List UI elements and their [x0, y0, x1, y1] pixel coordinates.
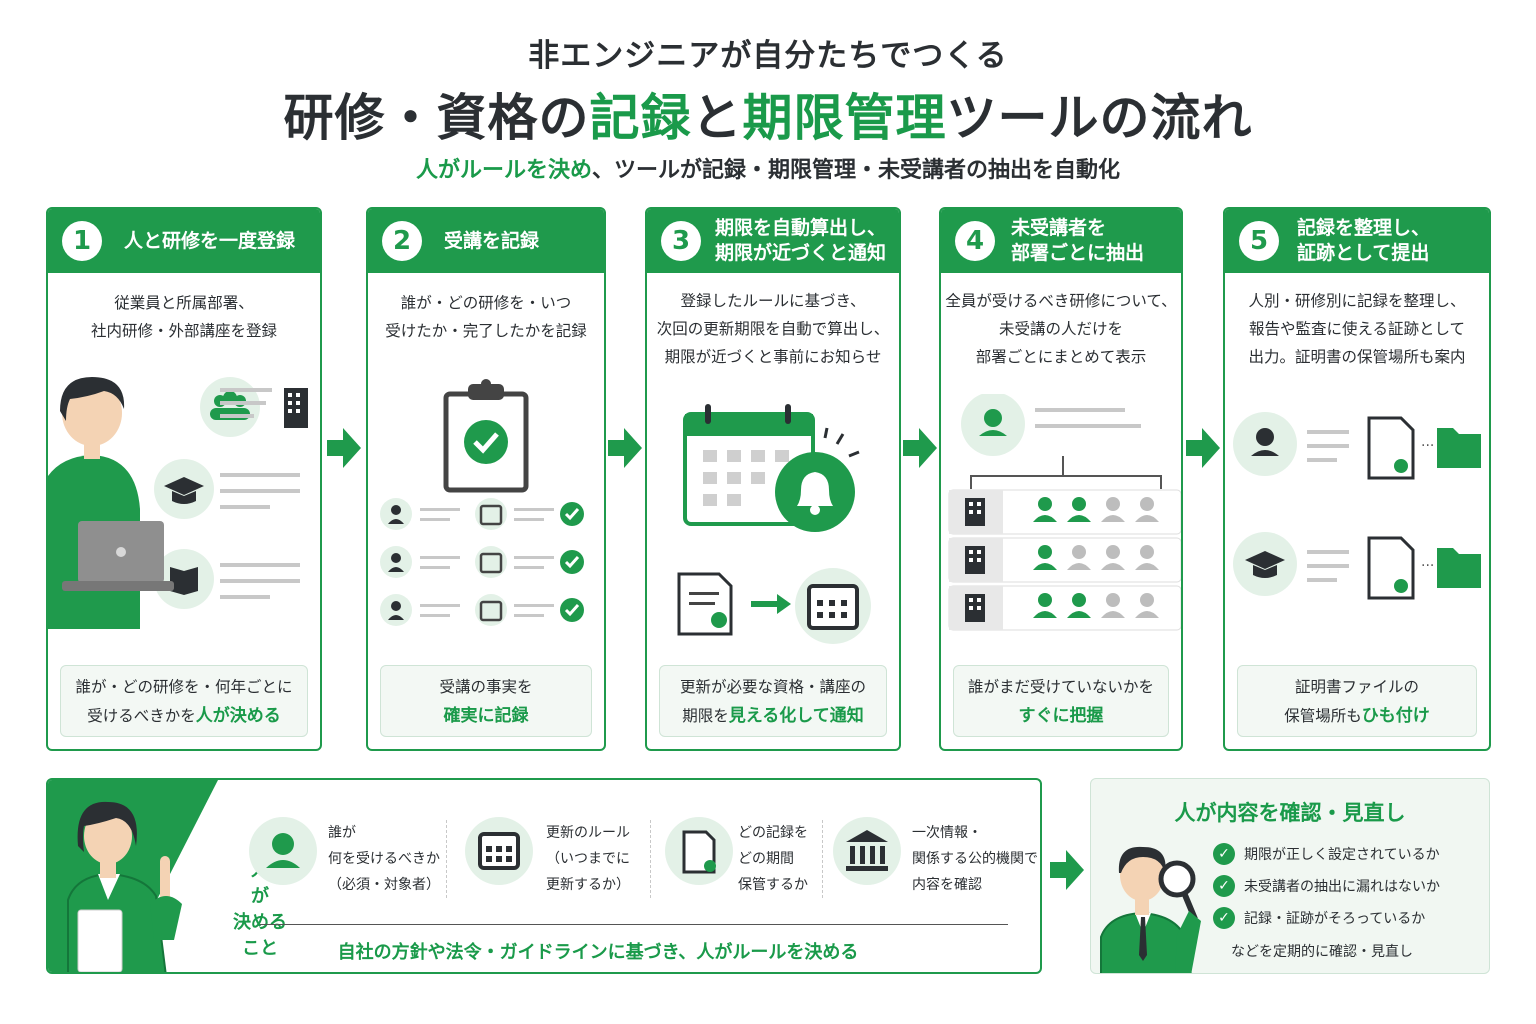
title-part-a: 研修・資格の — [283, 89, 590, 147]
svg-text:···: ··· — [1421, 438, 1434, 454]
step-header: 2 受講を記録 — [368, 209, 604, 273]
arrow-right-icon — [327, 428, 361, 468]
step-header: 4 未受講者を 部署ごとに抽出 — [941, 209, 1181, 273]
woman-with-clipboard-illustration — [48, 780, 218, 972]
step-header: 5 記録を整理し、 証跡として提出 — [1225, 209, 1489, 273]
step-header: 1 人と研修を一度登録 — [48, 209, 320, 273]
step-summary-box: 証明書ファイルの保管場所もひも付け — [1237, 665, 1477, 737]
arrow-right-icon — [1186, 428, 1220, 468]
step-title: 人と研修を一度登録 — [124, 229, 296, 252]
step-number: 4 — [955, 221, 995, 261]
clipboard-records-illustration — [378, 379, 586, 628]
calendar-bell-illustration — [677, 404, 871, 644]
step-summary-box: 誰がまだ受けていないかをすぐに把握 — [953, 665, 1169, 737]
step-description: 従業員と所属部署、 社内研修・外部講座を登録 — [90, 294, 277, 340]
summary-text: 受けるべきかを — [87, 707, 196, 725]
step-description: 登録したルールに基づき、 次回の更新期限を自動で算出し、 期限が近づくと事前にお… — [656, 292, 890, 366]
step-description: 人別・研修別に記録を整理し、 報告や監査に使える証跡として 出力。証明書の保管場… — [1248, 292, 1466, 366]
summary-highlight: 人が決める — [195, 706, 281, 726]
step-card-2: 2 受講を記録 誰が・どの研修を・いつ 受けたか・完了したかを記録 受講の事実を確… — [366, 207, 606, 751]
review-check-text: 未受講者の抽出に漏れはないか — [1244, 879, 1440, 895]
summary-line: 保管場所もひも付け — [1238, 702, 1476, 731]
decision-item: 更新のルール （いつまでに 更新するか） — [546, 825, 630, 893]
header-line1: 非エンジニアが自分たちでつくる — [528, 38, 1008, 74]
certificate-icon — [665, 817, 733, 885]
title-part-c: と — [691, 89, 743, 147]
review-check-item: ✓ 記録・証跡がそろっているか — [1213, 907, 1425, 929]
step-card-4: 4 未受講者を 部署ごとに抽出 全員が受けるべき研修について、 未受講の人だけを … — [939, 207, 1183, 751]
summary-text: 保管場所も — [1284, 707, 1362, 725]
summary-line: 更新が必要な資格・講座の — [679, 678, 866, 696]
decision-item: 誰が 何を受けるべきか （必須・対象者） — [328, 825, 440, 893]
step-summary-box: 更新が必要な資格・講座の期限を見える化して通知 — [659, 665, 887, 737]
summary-highlight: 見える化して通知 — [728, 706, 864, 726]
records-archive-illustration: ··· ··· — [1233, 412, 1481, 600]
review-check-text: 記録・証跡がそろっているか — [1244, 911, 1426, 927]
title-part-e: ツールの流れ — [946, 89, 1253, 147]
step-summary-box: 受講の事実を確実に記録 — [380, 665, 592, 737]
review-panel: 人が内容を確認・見直し ✓ 期限が正しく設定されているか ✓ 未受講者の抽出に漏れは… — [1090, 778, 1490, 974]
calendar-icon — [465, 817, 533, 885]
step-summary-box: 誰が・どの研修を・何年ごとに受けるべきかを人が決める — [60, 665, 308, 737]
department-tree-illustration — [948, 394, 1181, 631]
page-title: 研修・資格の記録と期限管理ツールの流れ — [0, 78, 1536, 150]
summary-line: すぐに把握 — [954, 702, 1168, 731]
man-with-magnifier-illustration — [1100, 846, 1201, 973]
step-description: 誰が・どの研修を・いつ 受けたか・完了したかを記録 — [385, 294, 587, 340]
decision-item: 一次情報・ 関係する公的機関で 内容を確認 — [912, 825, 1038, 893]
review-check-item: ✓ 期限が正しく設定されているか — [1213, 843, 1440, 865]
divider — [260, 924, 1008, 925]
summary-highlight: 確実に記録 — [443, 706, 529, 726]
arrow-right-icon — [903, 428, 937, 468]
check-icon: ✓ — [1213, 875, 1235, 897]
summary-line: 誰がまだ受けていないかを — [967, 678, 1154, 696]
step-number: 3 — [661, 221, 701, 261]
decisions-footer: 自社の方針や法令・ガイドラインに基づき、人がルールを決める — [337, 942, 859, 963]
summary-line: 期限を見える化して通知 — [660, 702, 886, 731]
decision-item: どの記録を どの期間 保管するか — [738, 825, 808, 893]
step-description: 全員が受けるべき研修について、 未受講の人だけを 部署ごとにまとめて表示 — [945, 292, 1177, 366]
review-footer: などを定期的に確認・見直し — [1231, 944, 1413, 960]
person-icon — [249, 817, 317, 885]
summary-line: 受講の事実を — [439, 678, 533, 696]
divider — [650, 820, 651, 898]
step-title: 記録を整理し、 証跡として提出 — [1297, 217, 1431, 264]
summary-text: 期限を — [682, 707, 729, 725]
step-title: 受講を記録 — [444, 229, 540, 252]
check-icon: ✓ — [1213, 843, 1235, 865]
arrow-right-icon — [1050, 850, 1084, 890]
svg-text:···: ··· — [1421, 558, 1434, 574]
subtitle-part-b: 、ツールが記録・期限管理・未受講者の抽出を自動化 — [592, 158, 1121, 183]
divider — [822, 820, 823, 898]
step-title: 期限を自動算出し、 期限が近づくと通知 — [715, 217, 887, 264]
divider — [446, 820, 447, 898]
step-card-3: 3 期限を自動算出し、 期限が近づくと通知 登録したルールに基づき、 次回の更新期… — [645, 207, 901, 751]
institution-icon — [833, 817, 901, 885]
subtitle: 人がルールを決め、ツールが記録・期限管理・未受講者の抽出を自動化 — [0, 152, 1536, 184]
title-part-b: 記録 — [589, 89, 692, 147]
summary-highlight: ひも付け — [1361, 706, 1430, 726]
step-title: 未受講者を 部署ごとに抽出 — [1011, 217, 1145, 264]
step-header: 3 期限を自動算出し、 期限が近づくと通知 — [647, 209, 899, 273]
check-icon: ✓ — [1213, 907, 1235, 929]
step-card-1: 1 人と研修を一度登録 従業員と所属部署、 社内研修・外部講座を登録 誰が・どの研… — [46, 207, 322, 751]
step-card-5: 5 記録を整理し、 証跡として提出 人別・研修別に記録を整理し、 報告や監査に使え… — [1223, 207, 1491, 751]
title-part-d: 期限管理 — [742, 89, 947, 147]
review-title: 人が内容を確認・見直し — [1174, 801, 1406, 825]
step-number: 1 — [62, 221, 102, 261]
summary-line: 確実に記録 — [381, 702, 591, 731]
person-with-laptop-illustration — [48, 377, 308, 629]
arrow-right-icon — [608, 428, 642, 468]
review-check-text: 期限が正しく設定されているか — [1244, 847, 1440, 863]
summary-line: 証明書ファイルの — [1294, 678, 1419, 696]
summary-line: 受けるべきかを人が決める — [61, 702, 307, 731]
human-decisions-panel: 人 が 決める こと 誰が 何を受けるべきか （必須・対象者） 更新のルール （… — [46, 778, 1042, 974]
summary-highlight: すぐに把握 — [1018, 706, 1104, 726]
summary-line: 誰が・どの研修を・何年ごとに — [75, 678, 293, 696]
subtitle-part-a: 人がルールを決め — [415, 158, 592, 183]
step-number: 5 — [1239, 221, 1279, 261]
review-check-item: ✓ 未受講者の抽出に漏れはないか — [1213, 875, 1440, 897]
step-number: 2 — [382, 221, 422, 261]
